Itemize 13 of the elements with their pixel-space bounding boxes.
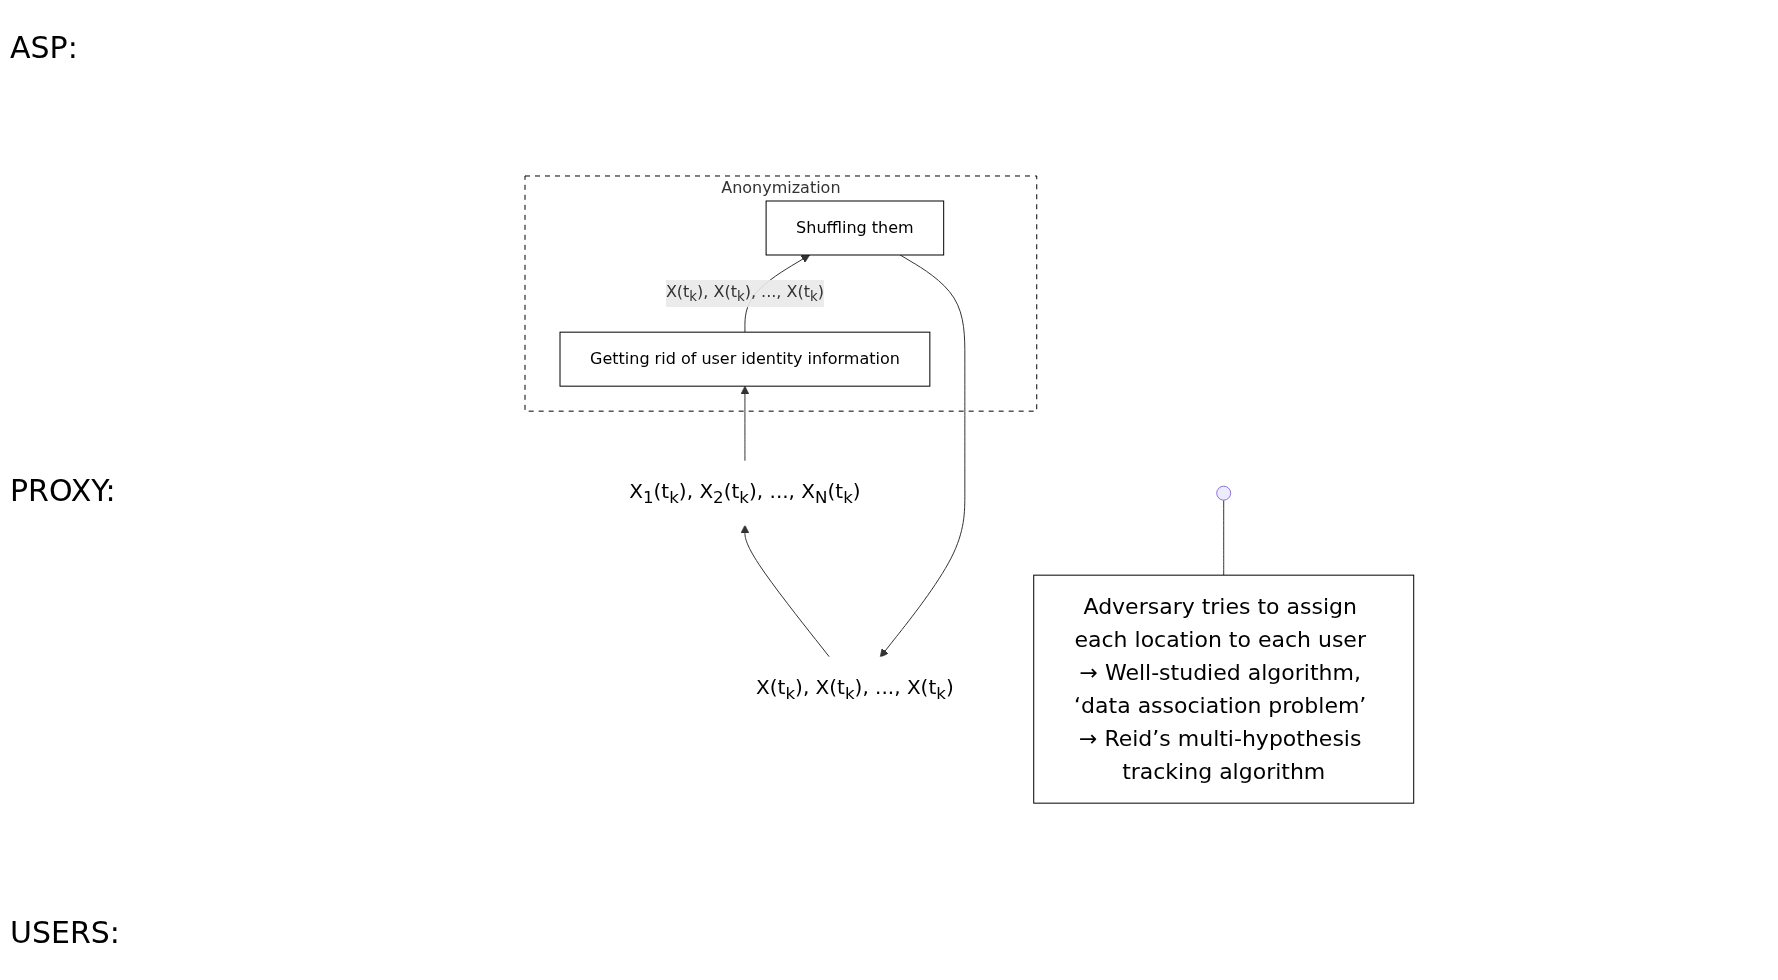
edge-label: X(t$_{k}$), X(t$_{k}$), ..., X(t$_{k}$) (665, 282, 824, 305)
row-label: ASP: (10, 30, 79, 65)
node-box: Shuffling them (765, 200, 944, 256)
node-text: X(t$_{k}$), X(t$_{k}$), ..., X(t$_{k}$) (755, 675, 954, 704)
connector (1222, 500, 1224, 577)
row-label: PROXY: (10, 472, 117, 508)
node-text: X$_{1}$(t$_{k}$), X$_{2}$(t$_{k}$), ..., X$_{N}$(t$_{k}$) (628, 479, 861, 508)
node-box: Getting rid of user identity information (559, 332, 930, 388)
arrow (879, 254, 965, 658)
node-box: Adversary tries to assign each location to each user → Well-studied algorithm, ‘data association problem’ → Reid’s multi-hypothesis tracking algorithm (1032, 575, 1414, 805)
arrow (740, 386, 749, 463)
arrow (740, 525, 830, 659)
row-label: USERS: (10, 915, 121, 950)
